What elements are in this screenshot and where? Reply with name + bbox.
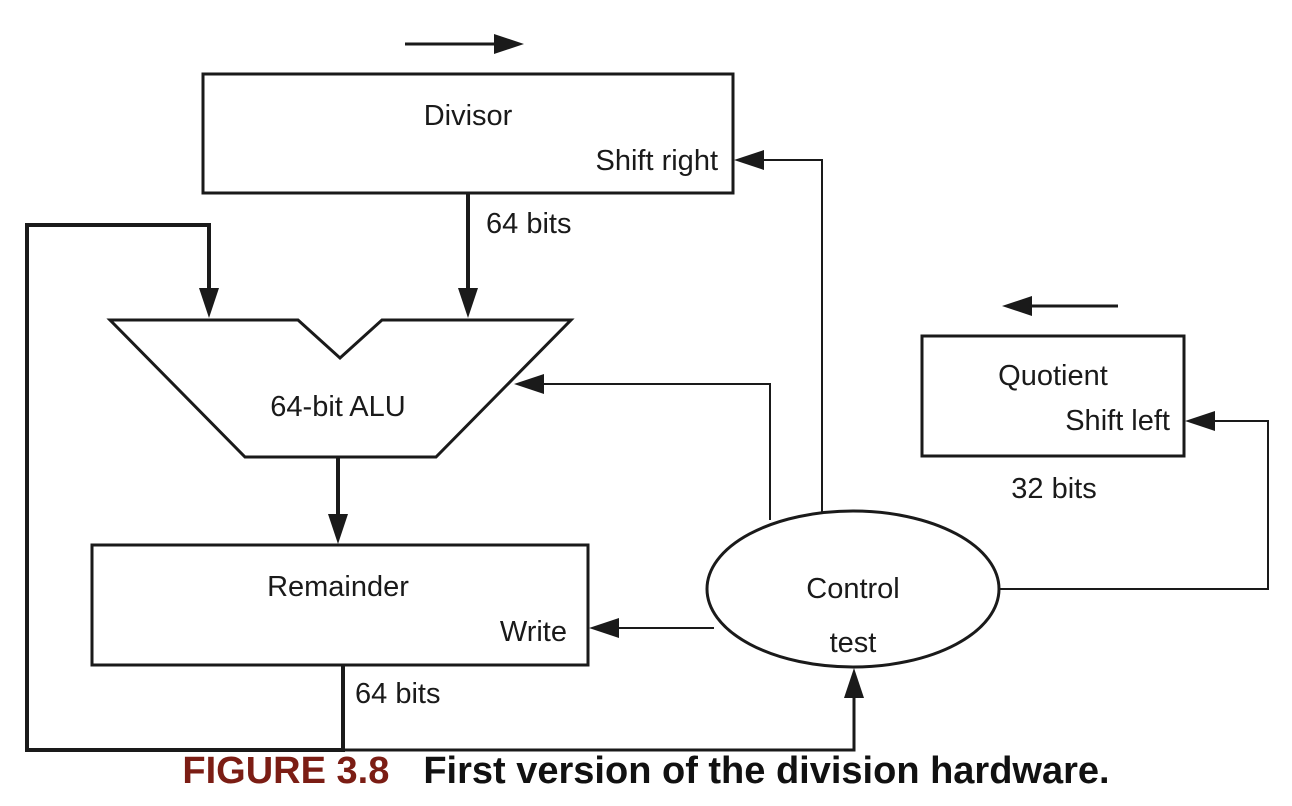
remainder-bus-width-label: 64 bits xyxy=(355,678,440,710)
quotient-label: Quotient xyxy=(998,360,1108,392)
remainder-label: Remainder xyxy=(267,571,409,603)
shift-right-direction-arrow xyxy=(405,34,524,54)
alu-label: 64-bit ALU xyxy=(270,391,405,423)
remainder-feedback-bus xyxy=(25,223,345,752)
remainder-write-label: Write xyxy=(500,616,567,648)
shift-left-direction-arrow xyxy=(1002,296,1118,316)
alu-to-remainder-bus xyxy=(328,457,348,544)
divisor-to-alu-bus xyxy=(458,193,478,318)
control-to-remainder-signal xyxy=(589,618,714,638)
control-test-label: test xyxy=(830,627,877,659)
quotient-shift-left-label: Shift left xyxy=(1065,405,1170,437)
divisor-register xyxy=(201,72,735,195)
control-label: Control xyxy=(806,573,900,605)
figure-title: First version of the division hardware. xyxy=(423,750,1110,792)
divisor-label: Divisor xyxy=(424,100,513,132)
divisor-bus-width-label: 64 bits xyxy=(486,208,571,240)
figure-number: FIGURE 3.8 xyxy=(182,750,390,792)
quotient-register xyxy=(920,334,1186,458)
quotient-width-label: 32 bits xyxy=(1011,473,1096,505)
alu-64-bit xyxy=(106,318,575,459)
control-to-quotient-signal xyxy=(999,411,1269,590)
remainder-to-control-bus xyxy=(343,668,864,752)
control-to-alu-signal xyxy=(514,374,771,520)
control-to-divisor-signal xyxy=(734,150,823,512)
divisor-shift-right-label: Shift right xyxy=(596,145,719,177)
figure-caption: FIGURE 3.8 First version of the division … xyxy=(0,750,1292,793)
remainder-register xyxy=(90,543,590,667)
